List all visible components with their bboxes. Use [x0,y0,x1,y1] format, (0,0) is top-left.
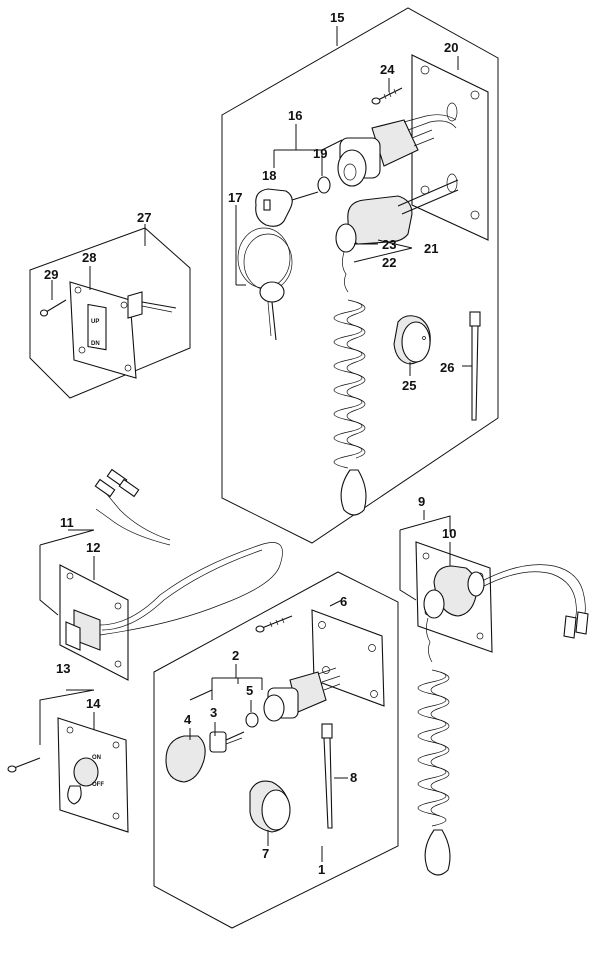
group-13-bracket [39,689,95,745]
screw-13 [7,757,41,773]
callout-28: 28 [82,250,96,265]
mounting-plate-6 [311,609,385,707]
screw-6 [255,615,293,633]
callout-8: 8 [350,770,357,785]
group-15-outline [221,7,499,544]
group-11-switch-harness: 11 12 [39,468,283,681]
switch-cover-4 [165,735,206,783]
washer-19 [317,176,331,194]
callout-4: 4 [184,712,192,727]
callout-7: 7 [262,846,269,861]
mounting-plate-20 [411,54,489,241]
ignition-key-18 [255,188,319,227]
callout-24: 24 [380,62,395,77]
callout-22: 22 [382,255,396,270]
washer-5 [245,712,259,728]
callout-3: 3 [210,705,217,720]
cable-tie-8 [321,723,333,829]
trim-dn-label: DN [91,341,100,347]
group-27-trim-switch-kit: UP DN 27 28 29 [29,210,191,399]
stop-switch-21 [335,179,459,253]
callout-17: 17 [228,190,242,205]
callout-19: 19 [313,146,327,161]
callout-21: 21 [424,241,438,256]
group-15-ignition-kit: 15 20 24 16 19 18 17 23 21 22 25 26 [221,7,499,544]
callout-16: 16 [288,108,302,123]
screw-29 [39,299,67,317]
screw-24 [371,87,403,105]
cable-tie-26 [469,311,481,421]
switch-on-label: ON [92,755,101,761]
key-ring-17 [237,227,293,341]
callout-14: 14 [86,696,101,711]
group-9-stop-switch-kit: 9 10 [399,494,589,876]
callout-12: 12 [86,540,100,555]
group-13-push-switch: ON OFF 13 14 [7,661,129,833]
group-1-outline [153,571,399,929]
callout-25: 25 [402,378,416,393]
ignition-switch-16 [337,114,457,187]
lanyard-22 [333,251,367,516]
callout-5: 5 [246,683,253,698]
callout-6: 6 [340,594,347,609]
ignition-switch-2 [263,667,341,722]
callout-15: 15 [330,10,344,25]
callout-18: 18 [262,168,276,183]
lanyard-9 [417,617,451,876]
callout-2: 2 [232,648,239,663]
callout-29: 29 [44,267,58,282]
callout-10: 10 [442,526,456,541]
cap-7 [249,780,291,833]
callout-20: 20 [444,40,458,55]
callout-11: 11 [60,515,74,530]
trim-up-label: UP [91,319,99,325]
callout-27: 27 [137,210,151,225]
callout-26: 26 [440,360,454,375]
callout-13: 13 [56,661,70,676]
group-11-bracket [39,529,95,616]
group-1-ignition-kit: 2 6 5 3 4 8 7 1 [153,571,399,929]
callout-23: 23 [382,237,396,252]
cap-25 [393,315,431,365]
group-9-bracket [399,515,451,601]
switch-off-label: OFF [92,782,104,788]
ignition-key-3 [209,731,245,753]
callout-1: 1 [318,862,325,877]
callout-9: 9 [418,494,425,509]
